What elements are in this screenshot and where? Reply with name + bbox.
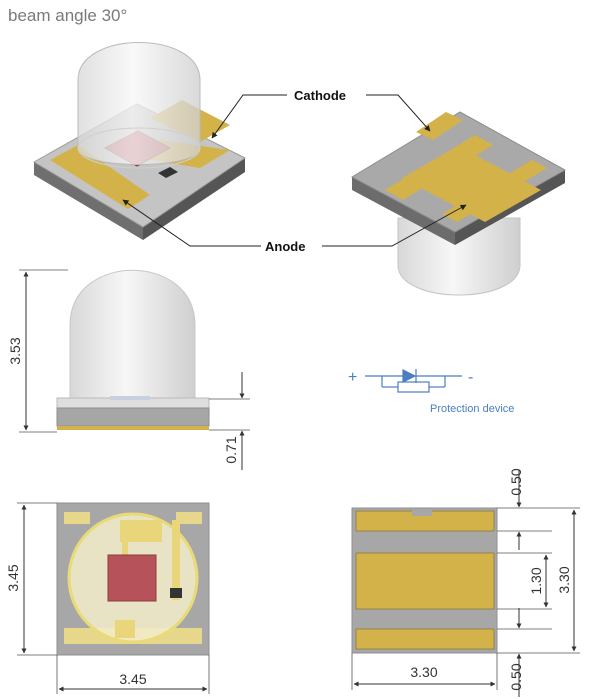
cathode-label: Cathode bbox=[294, 88, 346, 103]
anode-label: Anode bbox=[265, 239, 305, 254]
dim-3-45-horizontal-label: 3.45 bbox=[119, 671, 146, 687]
dim-0-50-bottom-label: 0.50 bbox=[508, 663, 524, 690]
led-pad-view bbox=[351, 507, 498, 654]
cathode-callout: Cathode bbox=[211, 88, 431, 139]
dim-pad-edge-bottom: 0.50 bbox=[508, 608, 524, 697]
led-top-view bbox=[56, 502, 210, 656]
dim-3-53-label: 3.53 bbox=[7, 337, 23, 364]
dim-0-50-top-label: 0.50 bbox=[508, 468, 524, 495]
diagram-title: beam angle 30° bbox=[8, 6, 128, 25]
dim-3-30-vertical-label: 3.30 bbox=[556, 566, 572, 593]
dim-3-45-vertical-label: 3.45 bbox=[5, 564, 21, 591]
dim-width-bottom: 3.45 bbox=[56, 655, 210, 694]
protection-device-symbol bbox=[365, 369, 462, 393]
plus-sign: + bbox=[348, 369, 357, 386]
dim-height-total: 3.53 bbox=[7, 269, 68, 433]
dim-pad-height: 3.30 bbox=[556, 509, 577, 652]
dim-1-30-label: 1.30 bbox=[528, 567, 544, 594]
led-3d-top-view bbox=[33, 42, 246, 240]
led-side-view bbox=[56, 269, 210, 430]
dim-pad-edge-top: 0.50 bbox=[508, 468, 524, 550]
pad-dimensions bbox=[351, 507, 580, 690]
dim-height-bottom: 3.45 bbox=[5, 502, 57, 656]
dim-pad-center: 1.30 bbox=[528, 554, 549, 608]
led-3d-bottom-view bbox=[350, 111, 567, 296]
dim-pad-width: 3.30 bbox=[353, 664, 496, 687]
anode-callout: Anode bbox=[122, 199, 467, 254]
protection-device-label: Protection device bbox=[430, 403, 514, 415]
dim-base-height: 0.71 bbox=[209, 372, 250, 470]
dim-3-30-horizontal-label: 3.30 bbox=[410, 664, 437, 680]
dim-0-71-label: 0.71 bbox=[223, 436, 239, 463]
minus-sign: - bbox=[468, 369, 473, 386]
